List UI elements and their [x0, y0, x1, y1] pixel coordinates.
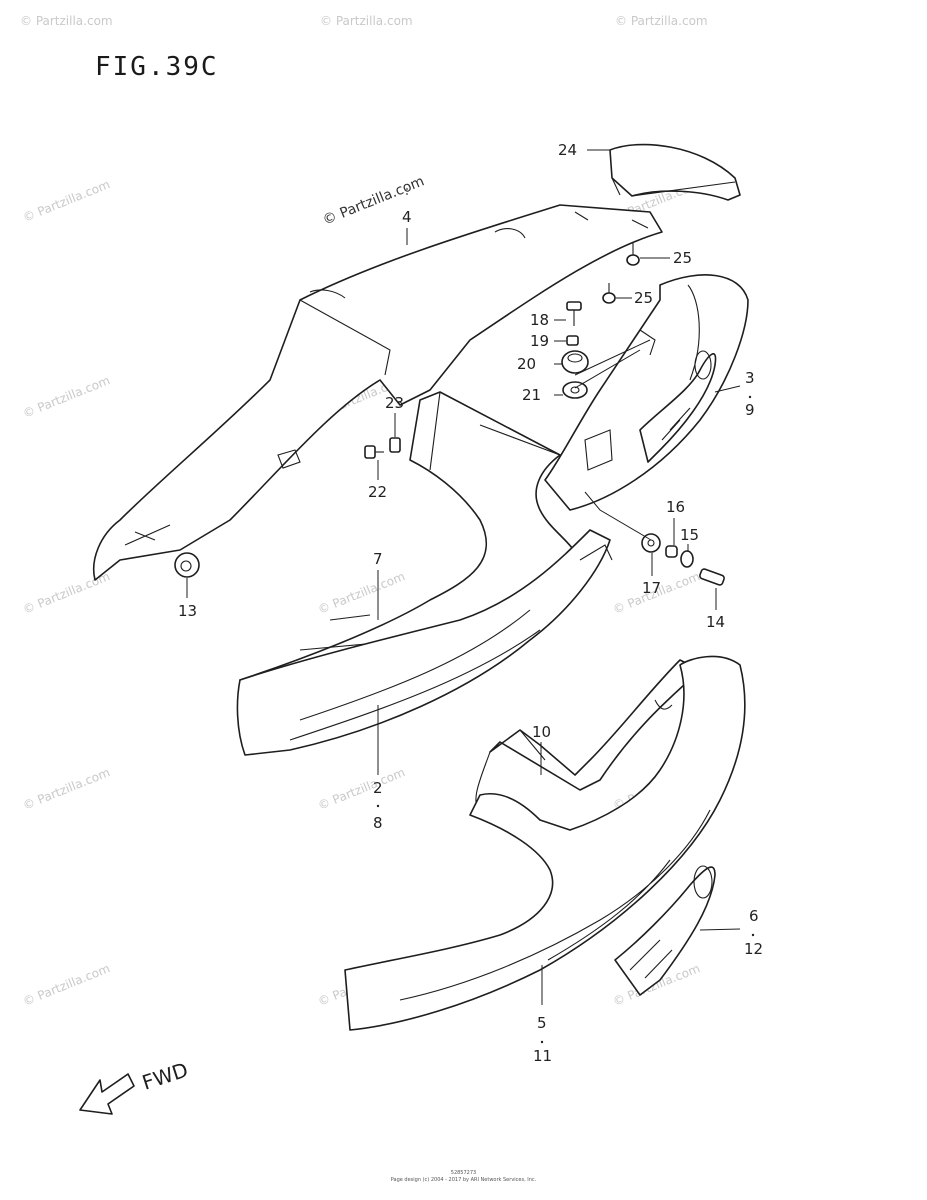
callout-3: 3	[745, 369, 755, 387]
leader-lines	[186, 149, 741, 1005]
callout-16: 16	[666, 498, 685, 516]
callout-19: 19	[530, 332, 549, 350]
callout-14: 14	[706, 613, 725, 631]
callout-7: 7	[373, 550, 383, 568]
callout-labels: 24 4 25 25 18 19 20 21 3 9 23 22 16 15 1…	[178, 141, 763, 1065]
hardware-17-washer	[641, 533, 661, 553]
watermark: © Partzilla.com	[316, 765, 407, 813]
watermark: © Partzilla.com	[320, 14, 413, 28]
hardware-20-grommet	[561, 350, 589, 374]
callout-10: 10	[532, 723, 551, 741]
part-2-left-side-cover	[236, 529, 613, 756]
callout-4: 4	[402, 208, 412, 226]
hardware-13-grommet	[174, 552, 200, 578]
watermark: © Partzilla.com	[20, 14, 113, 28]
watermark: © Partzilla.com	[21, 961, 112, 1009]
callout-17: 17	[642, 579, 661, 597]
callout-5: 5	[537, 1014, 547, 1032]
hardware-15-washer	[680, 550, 694, 568]
hardware-25-rivet-b	[602, 283, 616, 304]
hardware-23-nut	[389, 437, 401, 453]
callout-20: 20	[517, 355, 536, 373]
part-3-right-side-cover	[544, 274, 749, 511]
forward-direction-indicator: FWD	[79, 1058, 191, 1115]
callout-6: 6	[749, 907, 759, 925]
fwd-label: FWD	[139, 1058, 191, 1095]
part-9-emblem	[639, 350, 717, 463]
callout-25: 25	[673, 249, 692, 267]
callout-18: 18	[530, 311, 549, 329]
watermark: © Partzilla.com	[615, 14, 708, 28]
part-6-emblem	[614, 865, 716, 996]
callout-23: 23	[385, 394, 404, 412]
part-5-lower-side-cover	[344, 655, 746, 1031]
callout-9: 9	[745, 401, 755, 419]
hardware-16-collar	[665, 545, 678, 558]
figure-title: FIG.39C	[95, 52, 219, 82]
hardware-14-bolt	[699, 568, 725, 586]
callout-15: 15	[680, 526, 699, 544]
watermark: © Partzilla.com	[21, 177, 112, 225]
callout-24: 24	[558, 141, 577, 159]
callout-11: 11	[533, 1047, 552, 1065]
watermark: © Partzilla.com	[21, 765, 112, 813]
callout-2: 2	[373, 779, 383, 797]
watermark: © Partzilla.com	[316, 569, 407, 617]
part-24-tail-cover	[609, 143, 741, 201]
callout-21: 21	[522, 386, 541, 404]
callout-8: 8	[373, 814, 383, 832]
hardware-22-screw	[364, 445, 384, 459]
footer: 52857273 Page design (c) 2004 - 2017 by …	[0, 1170, 927, 1184]
hardware-25-rivet-a	[626, 243, 640, 266]
callout-25: 25	[634, 289, 653, 307]
footer-copyright: Page design (c) 2004 - 2017 by ARI Netwo…	[390, 1177, 537, 1183]
callout-22: 22	[368, 483, 387, 501]
hardware-18-bolt	[566, 301, 582, 326]
watermark: © Partzilla.com	[21, 373, 112, 421]
callout-13: 13	[178, 602, 197, 620]
footer-code: 52857273	[450, 1170, 477, 1176]
fwd-arrow-icon	[79, 1073, 135, 1115]
callout-12: 12	[744, 940, 763, 958]
part-4-rear-frame-cover	[93, 204, 663, 581]
hardware-21-washer	[562, 381, 588, 399]
hardware-19-collar	[566, 335, 579, 346]
